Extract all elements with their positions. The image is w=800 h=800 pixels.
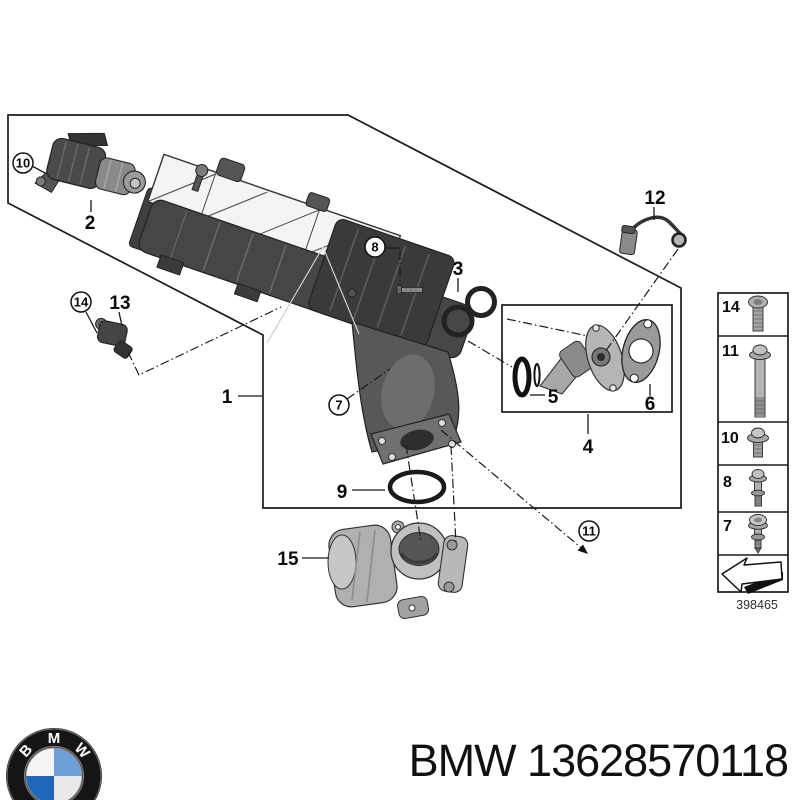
callout-9: 9 (337, 482, 348, 503)
egr-valve-drawing (512, 318, 661, 398)
callout-2: 2 (85, 213, 96, 234)
gasket-3-drawing (441, 286, 497, 338)
flange-bolt-icon (747, 427, 769, 458)
mounting-bolt-drawing (396, 285, 423, 294)
callout-15: 15 (277, 549, 299, 570)
pan-head-screw-icon (748, 295, 768, 332)
long-flange-bolt-icon (749, 344, 771, 418)
callout-6: 6 (645, 394, 656, 415)
bmw-logo: B M W (6, 728, 102, 800)
diagram-frame (7, 114, 682, 509)
circled-callout-8: 8 (364, 236, 386, 258)
tapping-screw-icon (748, 514, 768, 554)
legend-row-10-label: 10 (721, 430, 739, 447)
circled-callouts: 10 14 8 7 11 (12, 152, 600, 542)
leader-lines (31, 165, 679, 559)
svg-text:14: 14 (74, 295, 89, 310)
sensor-13-drawing (95, 317, 133, 359)
legend-row-14-label: 14 (722, 299, 740, 316)
circled-callout-10: 10 (12, 152, 34, 174)
stud-bolt-icon (749, 469, 767, 507)
diagram-number: 398465 (736, 598, 778, 612)
callout-3: 3 (453, 259, 464, 280)
part-callouts: 1 2 13 3 12 9 15 5 6 4 (85, 188, 666, 570)
part-number-text: BMW 13628570118 (409, 735, 788, 786)
callout-12: 12 (644, 188, 665, 209)
callout-1: 1 (222, 387, 233, 408)
footer: B M W BMW 13628570118 (6, 728, 789, 800)
callout-4: 4 (583, 437, 594, 458)
svg-text:10: 10 (16, 156, 30, 171)
intake-manifold-drawing (128, 153, 474, 465)
wiring-12-drawing (619, 215, 687, 256)
svg-text:7: 7 (335, 398, 342, 413)
svg-text:11: 11 (582, 524, 596, 539)
fastener-legend: 14 11 10 8 7 (717, 292, 789, 612)
actuator-drawing (34, 132, 146, 196)
legend-row-8-label: 8 (723, 474, 732, 491)
callout-5: 5 (548, 387, 559, 408)
svg-text:8: 8 (371, 240, 378, 255)
logo-letter-m: M (48, 730, 61, 747)
circled-callout-14: 14 (70, 291, 92, 313)
oring-9-drawing (387, 469, 447, 505)
callout-13: 13 (109, 293, 130, 314)
legend-row-7-label: 7 (723, 518, 732, 535)
circled-callout-11: 11 (578, 520, 600, 542)
direction-arrow-icon (721, 557, 783, 594)
circled-callout-7: 7 (328, 394, 350, 416)
subassembly-box (501, 304, 673, 413)
legend-row-11-label: 11 (722, 343, 739, 360)
throttle-body-drawing (327, 520, 469, 620)
ball-stud (195, 164, 209, 178)
